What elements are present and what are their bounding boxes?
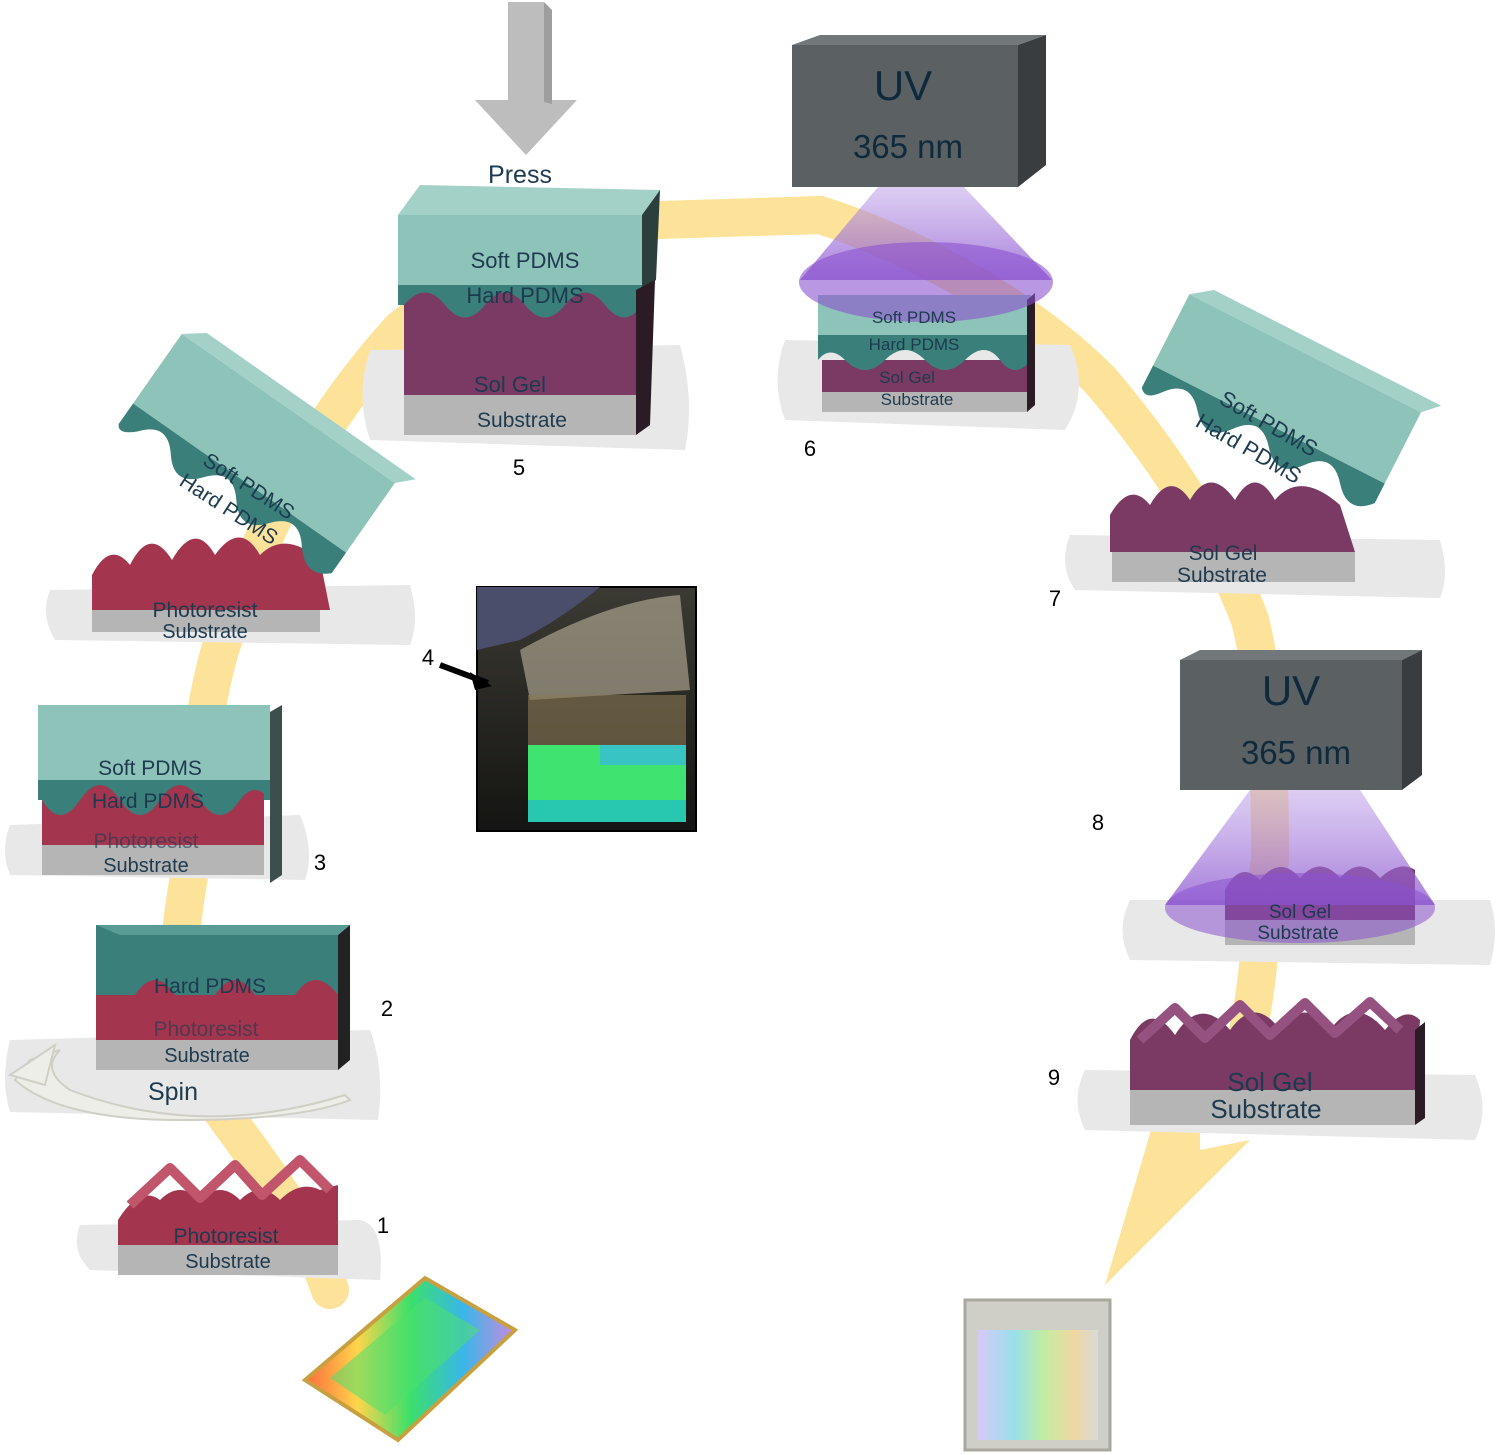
step-8-uv-cone	[1165, 790, 1435, 943]
photoresist-sample-photo	[301, 1275, 519, 1443]
step-8-number: 8	[1092, 810, 1104, 835]
step-4-pointer-arrow	[438, 662, 492, 690]
step-5-soft-pdms-label: Soft PDMS	[471, 248, 580, 273]
spin-arrow	[7, 1042, 352, 1122]
spin-label: Spin	[148, 1078, 198, 1106]
step-5-stack	[362, 185, 689, 450]
step-1-number: 1	[377, 1213, 389, 1238]
step-8-uv-lamp	[1180, 650, 1422, 790]
step-6-number: 6	[804, 436, 816, 461]
step-4-substrate-label: Substrate	[162, 621, 248, 643]
step-8-uv-label: UV	[1262, 667, 1320, 714]
press-label: Press	[488, 161, 552, 189]
step-1-substrate-label: Substrate	[185, 1251, 271, 1273]
step-2-number: 2	[381, 996, 393, 1021]
step-6-uv-cone	[799, 187, 1053, 322]
step-6-uv-wavelength: 365 nm	[853, 128, 963, 165]
step-2-photoresist-label: Photoresist	[153, 1018, 258, 1041]
step-2-stack	[5, 925, 381, 1120]
step-9-sol-gel-label: Sol Gel	[1227, 1067, 1312, 1097]
step-4-photoresist-label: Photoresist	[152, 599, 257, 622]
step-3-substrate-label: Substrate	[103, 855, 189, 877]
step-9-substrate-label: Substrate	[1210, 1094, 1321, 1124]
step-6-sol-gel-label: Sol Gel	[879, 368, 935, 387]
step-3-hard-pdms-label: Hard PDMS	[92, 790, 204, 813]
step-7-substrate-label: Substrate	[1177, 564, 1267, 587]
step-4-stack	[46, 333, 416, 645]
step-2-hard-pdms-label: Hard PDMS	[154, 975, 266, 998]
step-8-substrate-label: Substrate	[1257, 923, 1338, 944]
step-3-stack	[5, 705, 309, 883]
step-5-number: 5	[513, 455, 525, 480]
step-6-uv-lamp	[792, 35, 1046, 187]
step-6-substrate-label: Substrate	[881, 390, 954, 409]
step-7-stack	[1065, 289, 1445, 598]
step-3-photoresist-label: Photoresist	[93, 830, 198, 853]
step-6-soft-pdms-label: Soft PDMS	[872, 308, 956, 327]
step-6-hard-pdms-label: Hard PDMS	[869, 335, 960, 354]
step-8-sol-gel-label: Sol Gel	[1269, 902, 1331, 923]
step-1-stack	[76, 1155, 381, 1280]
sol-gel-sample-photo	[963, 1298, 1112, 1452]
step-6-uv-label: UV	[874, 62, 932, 109]
step-4-photo	[476, 586, 697, 832]
step-8-uv-wavelength: 365 nm	[1241, 734, 1351, 771]
step-7-sol-gel-label: Sol Gel	[1189, 542, 1258, 565]
step-5-substrate-label: Substrate	[477, 409, 567, 432]
step-5-sol-gel-label: Sol Gel	[474, 372, 546, 397]
step-9-number: 9	[1048, 1065, 1060, 1090]
step-2-substrate-label: Substrate	[164, 1045, 250, 1067]
step-7-number: 7	[1049, 586, 1061, 611]
press-arrow	[475, 2, 577, 155]
step-4-number: 4	[422, 645, 434, 670]
step-1-photoresist-label: Photoresist	[173, 1225, 278, 1248]
step-3-soft-pdms-label: Soft PDMS	[98, 757, 202, 780]
step-9-stack	[1077, 997, 1483, 1140]
step-3-number: 3	[314, 850, 326, 875]
step-5-hard-pdms-label: Hard PDMS	[466, 283, 583, 308]
